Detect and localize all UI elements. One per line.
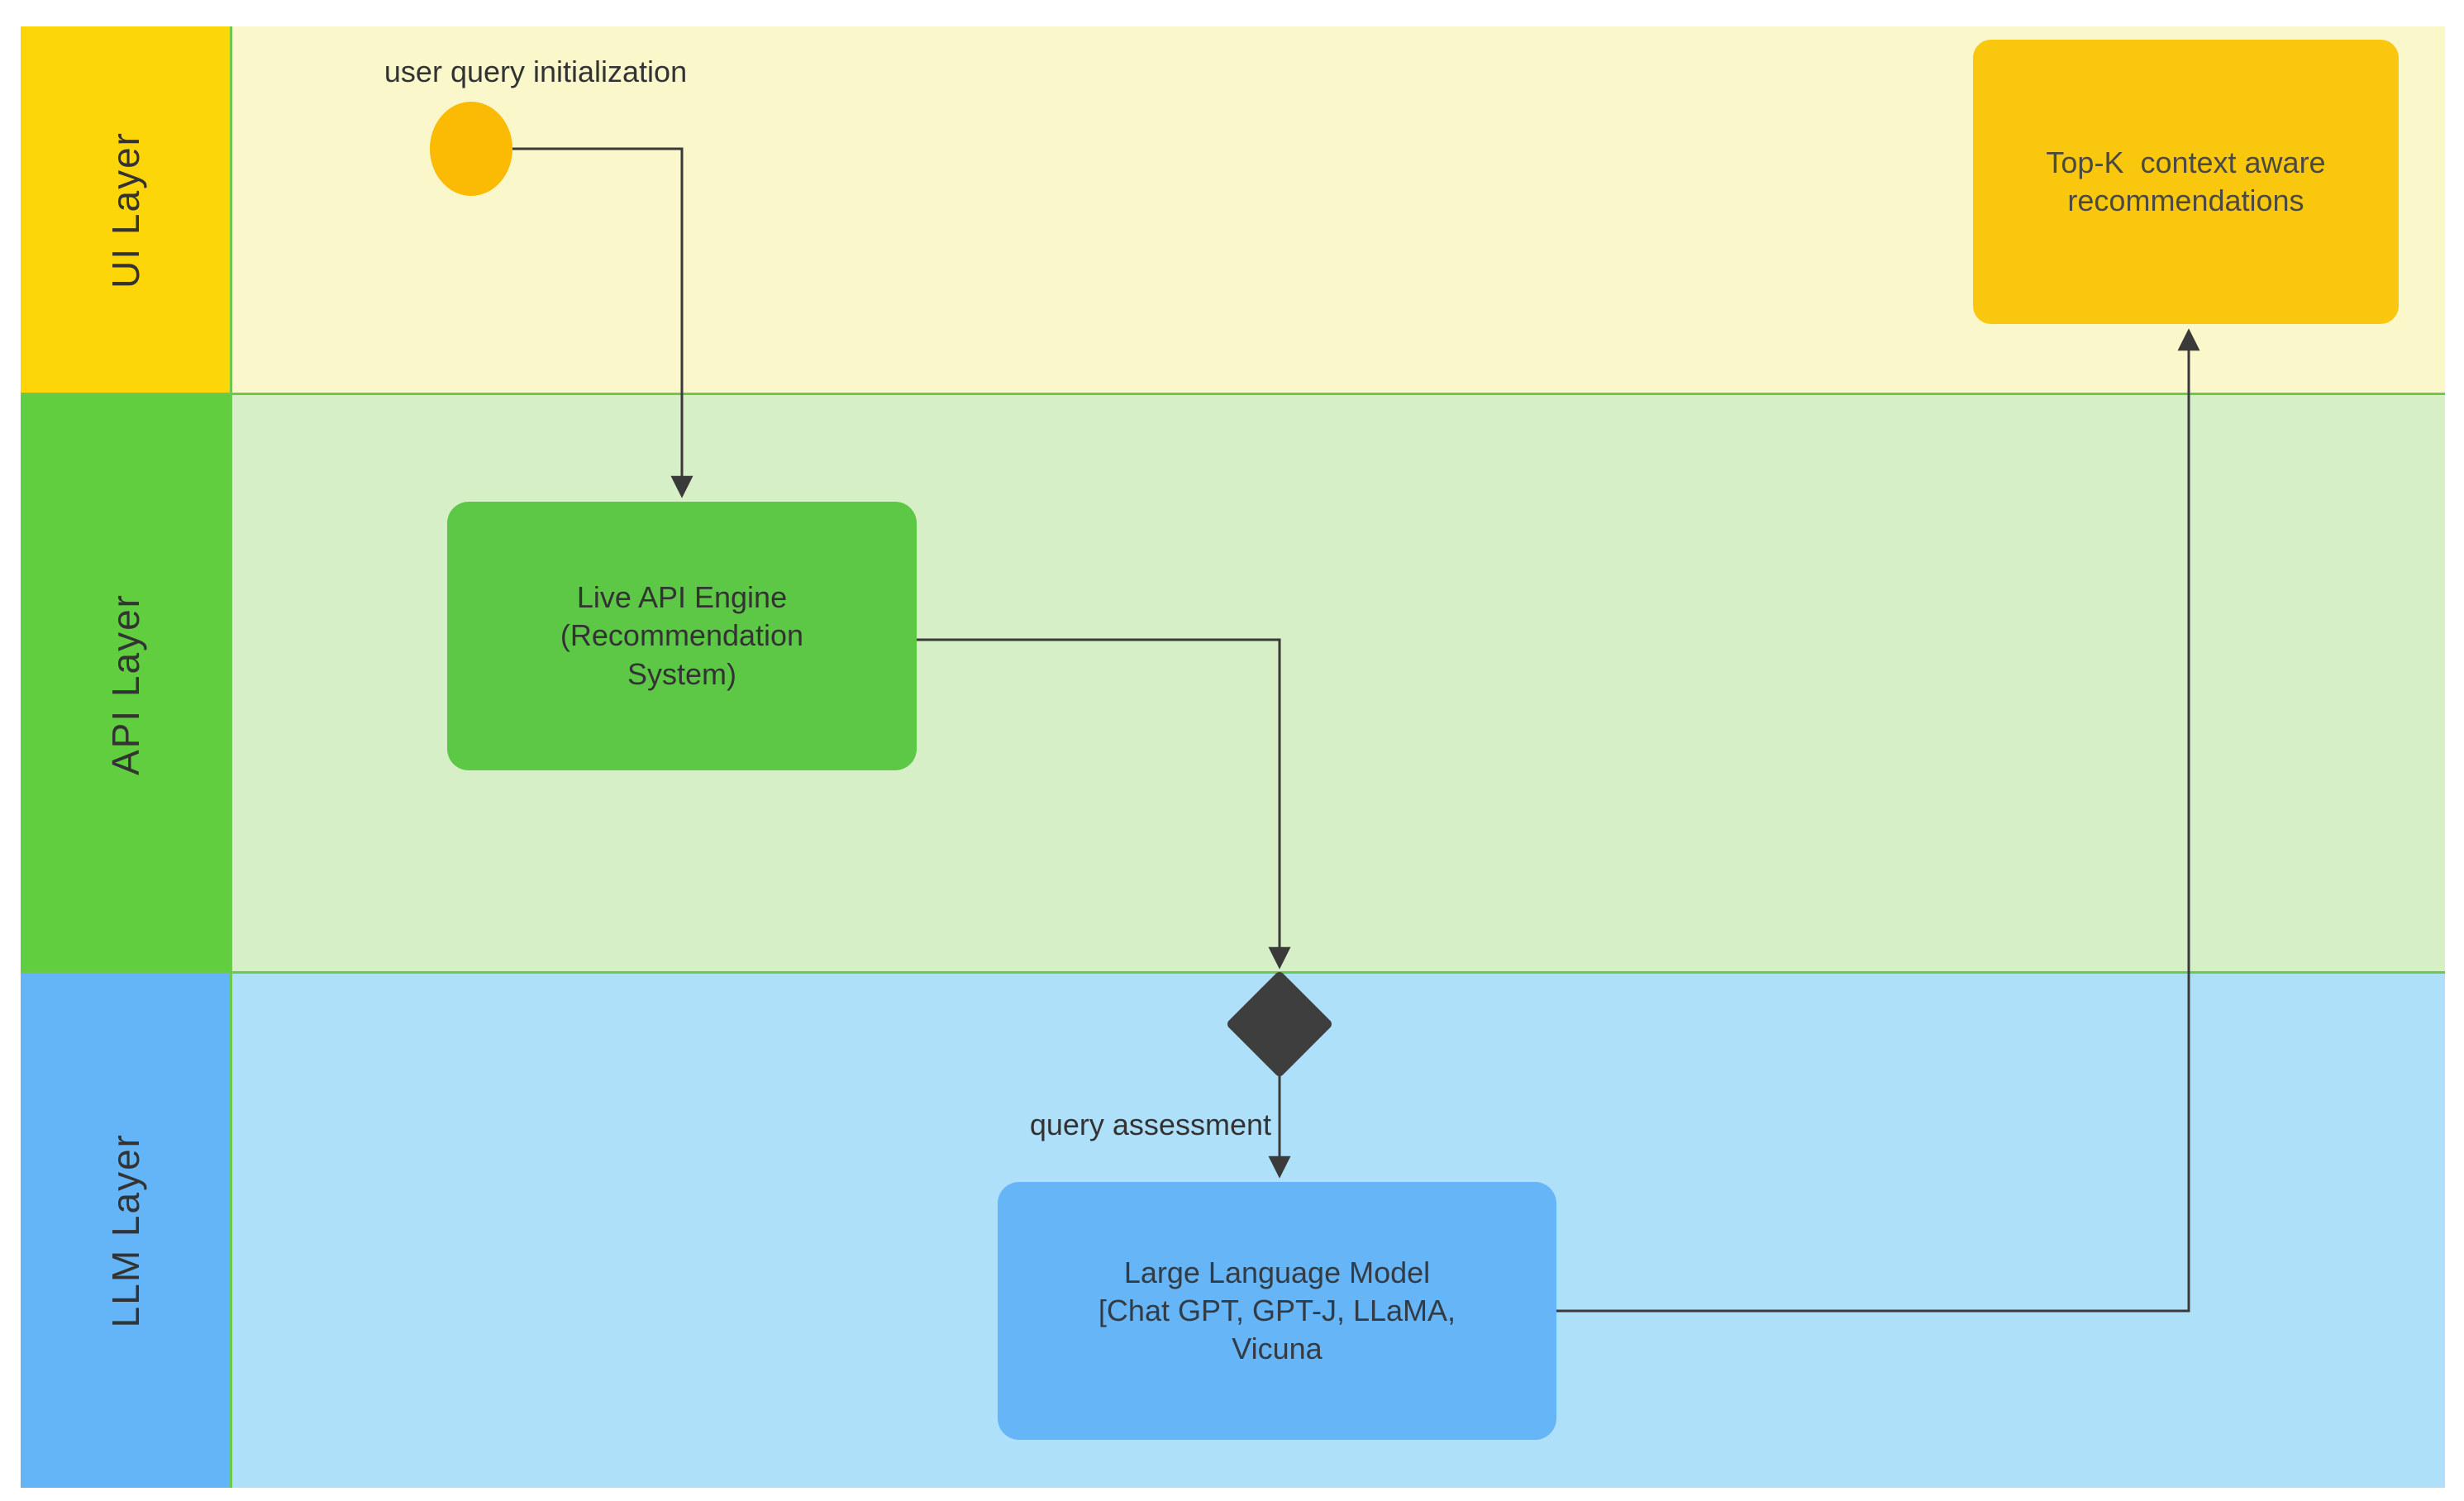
connector-layer (512, 147, 2200, 1313)
lane-api-header: API Layer (21, 395, 232, 974)
llm-model-line-1: Large Language Model (1123, 1255, 1431, 1289)
connector-start-to-api-engine (512, 147, 693, 498)
connector-llm-model-to-output (1556, 328, 2200, 1313)
output-line-1: Top-K context aware (2046, 145, 2326, 179)
lane-llm-header: LLM Layer (21, 974, 232, 1488)
llm-model-node: Large Language Model [Chat GPT, GPT-J, L… (998, 1182, 1556, 1440)
llm-model-line-2: [Chat GPT, GPT-J, LLaMA, (1098, 1293, 1456, 1327)
api-engine-node: Live API Engine (Recommendation System) (447, 502, 917, 770)
decision-label: query assessment (1029, 1108, 1271, 1141)
api-engine-line-3: System) (627, 656, 736, 691)
swimlane-pool: UI Layer API Layer LLM Layer (21, 26, 2445, 1488)
start-event-label: user query initialization (384, 55, 688, 88)
output-line-2: recommendations (2067, 183, 2304, 217)
decision-diamond (1227, 972, 1332, 1076)
api-engine-line-2: (Recommendation (560, 618, 804, 653)
lane-ui-header: UI Layer (21, 26, 232, 393)
start-event-circle (430, 102, 512, 196)
connector-api-engine-to-decision (917, 638, 1291, 970)
llm-model-line-3: Vicuna (1232, 1332, 1323, 1366)
api-engine-line-1: Live API Engine (576, 580, 788, 615)
output-node: Top-K context aware recommendations (1973, 40, 2399, 324)
